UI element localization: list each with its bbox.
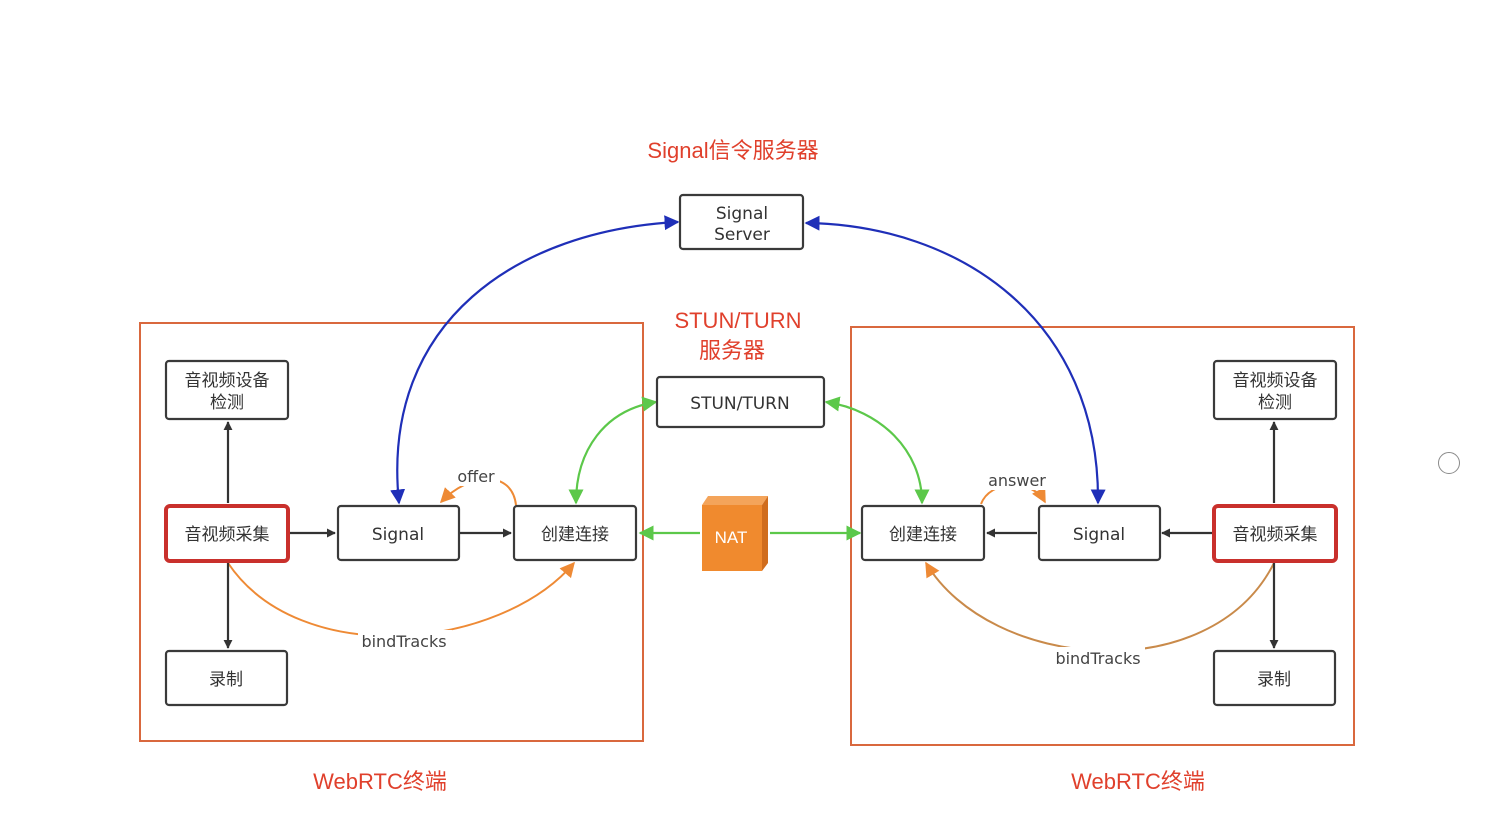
right-bindtracks-arc	[925, 561, 1275, 652]
left-capture-label: 音视频采集	[185, 525, 270, 545]
left-connection-label: 创建连接	[541, 525, 609, 545]
right-device-check-node: 音视频设备 检测	[1212, 359, 1338, 421]
left-signal-label: Signal	[372, 525, 424, 545]
signal-server-title: Signal信令服务器	[647, 138, 818, 163]
left-bindtracks-label: bindTracks	[361, 632, 446, 651]
left-device-check-label: 音视频设备	[185, 371, 270, 391]
left-signal-node: Signal	[336, 504, 461, 562]
left-record-label: 录制	[209, 670, 243, 690]
right-connection-label: 创建连接	[889, 525, 957, 545]
left-terminal-label: WebRTC终端	[313, 769, 447, 794]
signal-server-node-label: Signal	[716, 204, 768, 224]
nat-node: NAT	[702, 496, 768, 571]
left-stun-arc	[568, 396, 658, 505]
right-connection-node: 创建连接	[860, 504, 986, 562]
left-device-check-label-line2: 检测	[210, 393, 244, 413]
right-stun-arc	[824, 396, 930, 505]
right-device-check-label-line2: 检测	[1258, 393, 1292, 413]
right-signal-label: Signal	[1073, 525, 1125, 545]
right-signal-node: Signal	[1037, 504, 1162, 562]
left-record-node: 录制	[164, 649, 289, 707]
radio-button[interactable]	[1438, 452, 1460, 474]
nat-label: NAT	[715, 528, 748, 547]
stun-turn-title-line2: 服务器	[699, 338, 765, 363]
right-capture-label: 音视频采集	[1233, 525, 1318, 545]
stun-turn-node-label: STUN/TURN	[690, 394, 789, 414]
stun-turn-title: STUN/TURN	[674, 308, 801, 333]
signal-server-node: Signal Server	[678, 193, 805, 251]
left-device-check-node: 音视频设备 检测	[164, 359, 290, 421]
left-bindtracks-arc	[227, 561, 575, 637]
right-record-label: 录制	[1257, 670, 1291, 690]
signal-server-node-label-line2: Server	[714, 225, 770, 245]
right-bindtracks-label: bindTracks	[1055, 649, 1140, 668]
right-capture-node: 音视频采集	[1212, 504, 1338, 563]
right-record-node: 录制	[1212, 649, 1337, 707]
left-signaling-arc	[390, 215, 680, 505]
left-connection-node: 创建连接	[512, 504, 638, 562]
right-device-check-label: 音视频设备	[1233, 371, 1318, 391]
stun-turn-node: STUN/TURN	[655, 375, 826, 429]
right-signaling-arc	[804, 215, 1106, 505]
answer-label: answer	[988, 471, 1046, 490]
offer-label: offer	[457, 467, 495, 486]
right-terminal-label: WebRTC终端	[1071, 769, 1205, 794]
left-capture-node: 音视频采集	[164, 504, 290, 563]
